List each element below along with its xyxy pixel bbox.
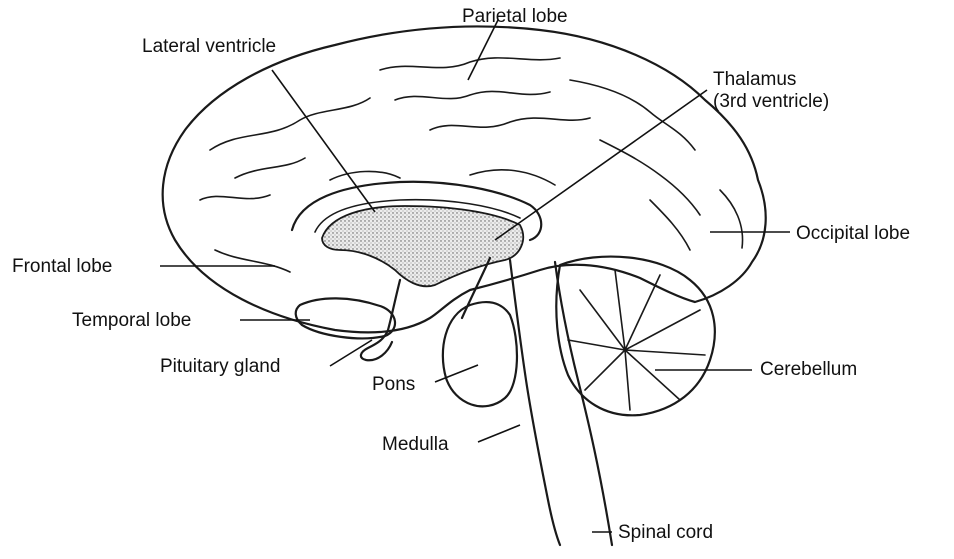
labels: Parietal lobe Lateral ventricle Thalamus…: [12, 6, 910, 543]
label-medulla: Medulla: [382, 434, 449, 455]
label-frontal-lobe: Frontal lobe: [12, 256, 112, 277]
label-parietal-lobe: Parietal lobe: [462, 6, 568, 27]
label-pituitary-gland: Pituitary gland: [160, 356, 280, 377]
label-cerebellum: Cerebellum: [760, 359, 857, 380]
label-third-ventricle: (3rd ventricle): [713, 91, 829, 112]
label-spinal-cord: Spinal cord: [618, 522, 713, 543]
pons: [443, 302, 517, 406]
label-pons: Pons: [372, 374, 415, 395]
label-temporal-lobe: Temporal lobe: [72, 310, 191, 331]
cerebellum: [556, 257, 715, 416]
cerebrum-outline: [163, 26, 766, 332]
label-thalamus: Thalamus: [713, 69, 796, 90]
label-occipital-lobe: Occipital lobe: [796, 223, 910, 244]
label-lateral-ventricle: Lateral ventricle: [142, 36, 276, 57]
ventricle-region: [322, 206, 523, 286]
leader-lines: [160, 20, 790, 532]
